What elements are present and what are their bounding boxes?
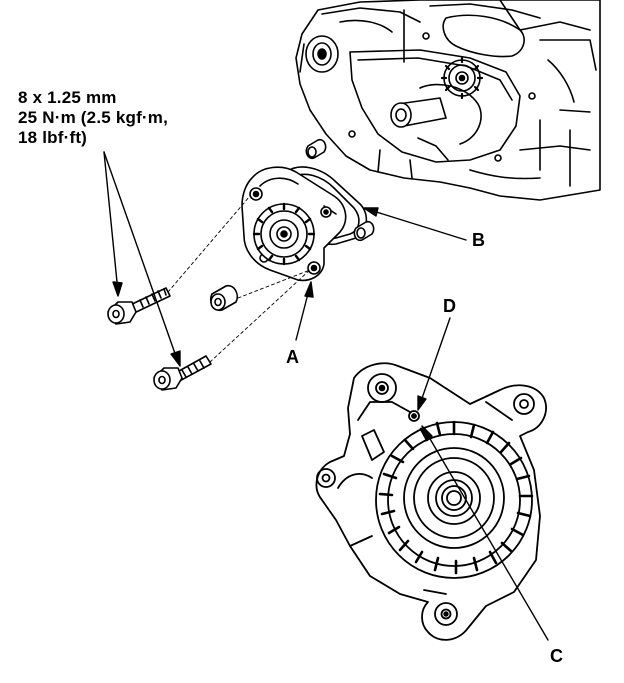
callout-c-label: C [550,646,563,666]
collar-spacer [209,284,239,312]
engine-block [295,0,601,201]
bolt-lower [153,355,212,391]
bolt-upper [107,287,171,325]
callout-b-label: B [472,230,485,250]
water-pump-exploded [241,138,375,282]
spec-torque-metric: 25 N·m (2.5 kgf·m, [18,108,169,127]
spec-torque-imperial: 18 lbf·ft) [18,128,88,147]
spec-thread-size: 8 x 1.25 mm [18,88,117,107]
spec-leader-arrows [103,151,181,367]
assembly-guide-lines [167,195,313,363]
callout-leaders-cd [417,317,549,641]
callout-a-label: A [286,347,299,367]
callout-d-label: D [443,296,456,316]
water-pump-detail [315,362,547,641]
callout-leaders-ab [295,207,467,341]
